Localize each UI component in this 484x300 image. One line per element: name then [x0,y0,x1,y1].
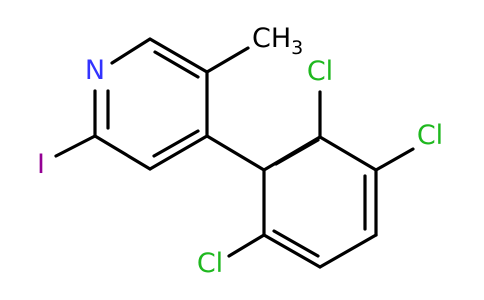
bond-a1-a2-inner [274,138,320,166]
bond-c6-c5 [148,37,209,74]
chlorine-6-label: Cl [197,248,223,279]
bond-a4-a5 [318,233,378,269]
bond-a5-a6 [262,233,322,269]
atom-labels: N I CH3 Cl Cl Cl [37,23,443,279]
bond-c3-c2 [93,134,152,171]
iodine-label: I [37,149,45,180]
chlorine-2-label: Cl [307,56,333,87]
methyl-label: CH3 [252,23,303,59]
bond-c4-c3 [148,134,209,171]
bond-c4-aryl [205,134,266,172]
bond-c6-c5-inner [153,50,200,79]
bonds [54,37,415,269]
bond-a2-a3 [318,135,378,172]
bond-n1-c6 [110,37,152,65]
bond-a6-cl [227,233,266,258]
bond-a3-cl [374,147,415,172]
nitrogen-label: N [85,55,105,86]
bond-c5-methyl [205,46,250,74]
bond-a5-a6-inner [272,229,320,258]
methyl-subscript: 3 [291,37,303,59]
bond-c4-c3-inner [152,129,200,158]
bond-c2-iodine [54,134,97,158]
chlorine-3-label: Cl [417,120,443,151]
methyl-ch: CH [252,23,291,54]
